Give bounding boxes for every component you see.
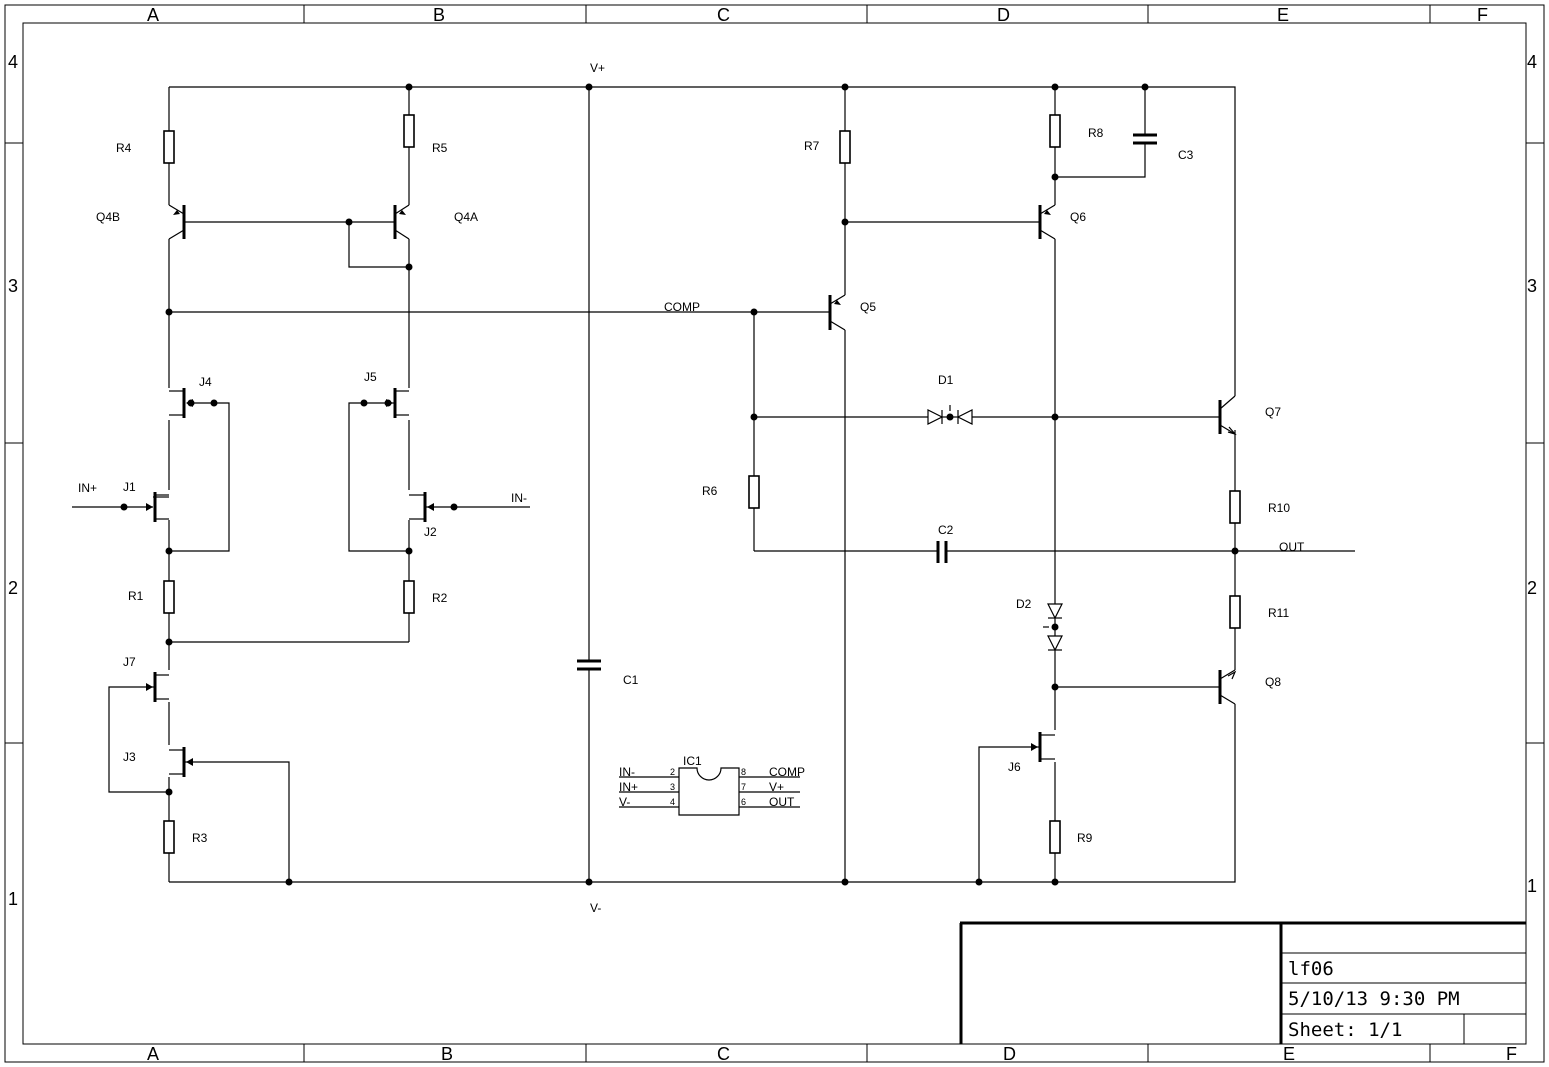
ic1-name: IC1 [683,754,702,768]
label-j4: J4 [199,375,212,389]
label-c2: C2 [938,523,954,537]
capacitors [577,133,1157,671]
col-label-a-bottom: A [147,1044,159,1064]
ic1-pin-num-8: 8 [741,767,746,777]
resistor-r3 [163,820,175,854]
resistor-r10 [1229,490,1241,524]
row-label-2-right: 2 [1527,578,1537,598]
label-r4: R4 [116,141,132,155]
col-label-b: B [433,5,445,25]
ruler-dividers [5,5,1544,1062]
row-label-1-right: 1 [1527,876,1537,896]
label-d2: D2 [1016,597,1032,611]
outer-frame [4,4,1545,1063]
col-label-c: C [717,5,730,25]
label-j1: J1 [123,480,136,494]
label-r11: R11 [1268,606,1289,620]
label-c3: C3 [1178,148,1194,162]
row-label-4-right: 4 [1527,52,1537,72]
inner-frame [22,22,1527,1045]
ic1-pin-num-7: 7 [741,782,746,792]
ic1-package: IC1 IN- IN+ V- 2 3 4 COMP V+ OUT 8 7 6 [619,754,805,816]
label-r9: R9 [1077,831,1093,845]
ic1-pin-label-out: OUT [769,795,795,809]
jfet-transistors [146,388,1055,777]
label-j2: J2 [424,525,437,539]
resistor-r1 [163,580,175,614]
bjt-transistors [168,204,1237,705]
net-label-in-plus: IN+ [78,481,97,495]
resistor-r2 [403,580,415,614]
label-q4b: Q4B [96,210,120,224]
resistors [163,114,1241,854]
row-label-4: 4 [8,52,18,72]
ic1-pin-label-comp: COMP [769,765,805,779]
resistor-r4 [163,130,175,164]
col-label-a: A [147,5,159,25]
ic1-pin-num-2: 2 [670,767,675,777]
col-label-c-bottom: C [717,1044,730,1064]
title-block-sheet: Sheet: 1/1 [1288,1019,1402,1041]
row-label-2: 2 [8,578,18,598]
label-c1: C1 [623,673,639,687]
col-label-e-bottom: E [1283,1044,1295,1064]
col-label-d-bottom: D [1003,1044,1016,1064]
label-d1: D1 [938,373,954,387]
resistor-r6 [748,475,760,509]
ic1-pin-num-4: 4 [670,797,675,807]
resistor-r8 [1049,114,1061,148]
label-q7: Q7 [1265,405,1281,419]
row-label-1: 1 [8,889,18,909]
resistor-r11 [1229,595,1241,629]
ic1-pin-label-in-minus: IN- [619,765,635,779]
label-r10: R10 [1268,501,1290,515]
ic1-pin-label-in-plus: IN+ [619,780,638,794]
label-r6: R6 [702,484,718,498]
label-r7: R7 [804,139,820,153]
resistor-r7 [839,130,851,164]
label-r5: R5 [432,141,448,155]
ic1-body [678,767,740,816]
title-block: lf06 5/10/13 9:30 PM Sheet: 1/1 [959,921,1526,1044]
net-label-in-minus: IN- [511,491,527,505]
wires [72,86,1355,883]
label-q6: Q6 [1070,210,1086,224]
title-block-title: lf06 [1288,958,1334,980]
net-label-comp: COMP [664,300,700,314]
label-q5: Q5 [860,300,876,314]
diode-d1 [927,409,944,425]
label-j6: J6 [1008,760,1021,774]
net-label-vplus: V+ [590,61,605,75]
resistor-r5 [403,114,415,148]
ic1-pin-num-3: 3 [670,782,675,792]
col-label-d: D [997,5,1010,25]
ic1-pin-label-vplus: V+ [769,780,784,794]
label-j7: J7 [123,655,136,669]
col-label-e: E [1277,5,1289,25]
junctions [120,83,1239,886]
net-label-out: OUT [1279,540,1305,554]
row-label-3-right: 3 [1527,276,1537,296]
title-block-date: 5/10/13 9:30 PM [1288,988,1460,1010]
ic1-pin-label-vminus: V- [619,795,630,809]
ic1-pin-num-6: 6 [741,797,746,807]
resistor-r9 [1049,820,1061,854]
col-label-f: F [1477,5,1488,25]
label-r8: R8 [1088,126,1104,140]
col-label-f-bottom: F [1506,1044,1517,1064]
label-q4a: Q4A [454,210,478,224]
label-j5: J5 [364,370,377,384]
label-r2: R2 [432,591,448,605]
label-q8: Q8 [1265,675,1281,689]
label-r1: R1 [128,589,144,603]
diode-d2 [1047,603,1063,620]
label-r3: R3 [192,831,208,845]
component-labels: R4 R5 Q4B Q4A J4 J5 J1 J2 R1 R2 J7 J3 R3… [96,126,1290,845]
net-label-vminus: V- [590,901,601,915]
row-label-3: 3 [8,276,18,296]
col-label-b-bottom: B [441,1044,453,1064]
label-j3: J3 [123,750,136,764]
